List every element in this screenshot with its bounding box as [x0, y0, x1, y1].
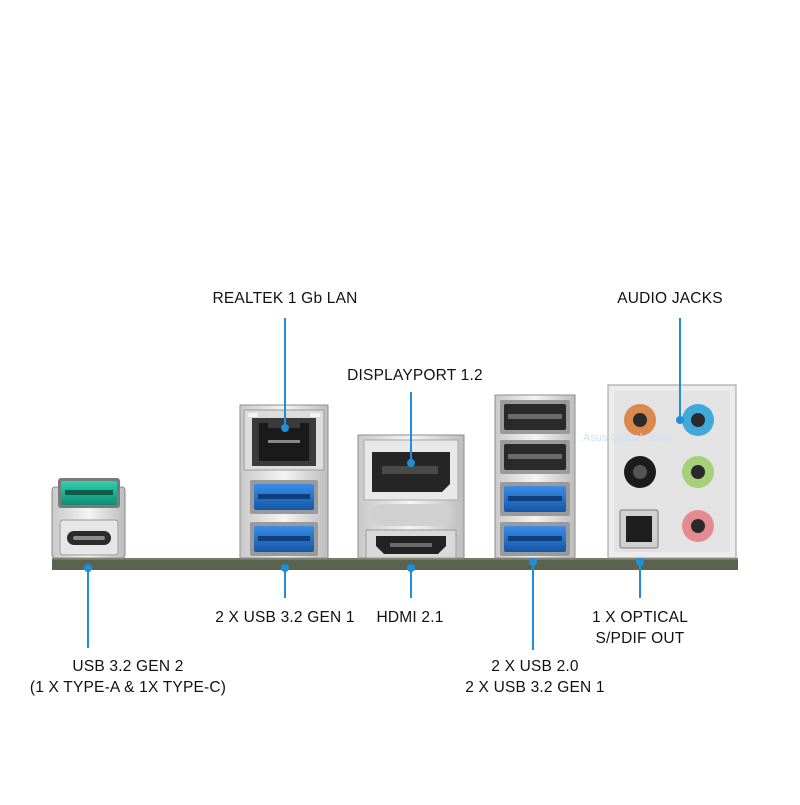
usb-quad-port-stack — [494, 394, 576, 559]
label-displayport: DISPLAYPORT 1.2 — [347, 367, 483, 384]
watermark-text: Asus Global Store — [583, 432, 672, 444]
label-audio: AUDIO JACKS — [617, 290, 723, 307]
io-shield-panel — [52, 558, 738, 570]
label-usb-quad: 2 X USB 2.0 2 X USB 3.2 GEN 1 — [465, 658, 605, 696]
audio-jack-panel — [607, 384, 737, 559]
usb-gen2-port-stack — [51, 478, 126, 559]
label-hdmi: HDMI 2.1 — [376, 609, 444, 626]
label-usb-gen1-pair: 2 X USB 3.2 GEN 1 — [215, 609, 355, 626]
label-lan: REALTEK 1 Gb LAN — [212, 290, 358, 307]
label-usb-gen2: USB 3.2 GEN 2 (1 X TYPE-A & 1X TYPE-C) — [29, 658, 227, 696]
label-optical: 1 X OPTICAL S/PDIF OUT — [591, 609, 689, 647]
callout-lines — [84, 318, 684, 650]
